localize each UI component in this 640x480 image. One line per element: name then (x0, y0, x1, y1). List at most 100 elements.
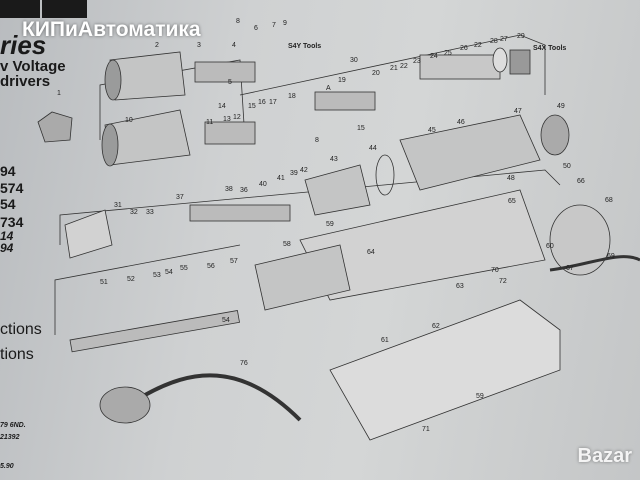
part-cap (509, 49, 531, 75)
group-label-s4x: S4X Tools (533, 45, 566, 52)
part-callout-18: 18 (288, 93, 296, 100)
part-hose (144, 373, 302, 422)
part-callout-16: 16 (258, 99, 266, 106)
part-callout-49: 49 (557, 103, 565, 110)
part-nose-cone (64, 209, 113, 259)
part-callout-21: 21 (390, 65, 398, 72)
group-label-s4y: S4Y Tools (288, 43, 321, 50)
part-callout-6: 6 (254, 25, 258, 32)
part-gear-housing (399, 114, 541, 191)
part-callout-45: 45 (428, 127, 436, 134)
part-callout-1: 1 (57, 90, 61, 97)
footer-text: 79 6ND. (0, 422, 26, 429)
part-callout-58: 58 (283, 241, 291, 248)
model-number: 54 (0, 196, 16, 212)
part-handle-cover (329, 299, 561, 441)
part-callout-48: 48 (507, 175, 515, 182)
part-callout-65: 65 (508, 198, 516, 205)
part-callout-53: 53 (153, 272, 161, 279)
part-callout-60: 60 (546, 243, 554, 250)
part-callout-3: 3 (197, 42, 201, 49)
part-callout-56: 56 (207, 263, 215, 270)
part-callout-14: 14 (218, 103, 226, 110)
part-callout-50: 50 (563, 163, 571, 170)
part-callout-55: 55 (180, 265, 188, 272)
part-callout-57: 57 (230, 258, 238, 265)
part-end-cap (540, 114, 570, 156)
part-callout-39: 39 (290, 170, 298, 177)
part-callout-67: 67 (566, 265, 574, 272)
part-callout-33: 33 (146, 209, 154, 216)
part-gear (189, 204, 291, 222)
part-callout-76: 76 (240, 360, 248, 367)
part-callout-47: 47 (514, 108, 522, 115)
footer-text: 21392 (0, 434, 20, 441)
part-callout-15: 15 (248, 103, 256, 110)
model-number: 94 (0, 241, 14, 255)
part-callout-9: 9 (283, 20, 287, 27)
part-callout-69: 69 (607, 253, 615, 260)
part-callout-32: 32 (130, 209, 138, 216)
model-number: 574 (0, 180, 24, 196)
brand-logo-block (42, 0, 87, 18)
part-callout-27: 27 (500, 36, 508, 43)
part-callout-31: 31 (114, 202, 122, 209)
part-spindle (194, 61, 256, 83)
part-callout-44: 44 (369, 145, 377, 152)
part-callout-29: 29 (517, 33, 525, 40)
part-callout-68: 68 (605, 197, 613, 204)
model-number: 14 (0, 229, 14, 243)
part-callout-A: A (326, 85, 331, 92)
part-callout-63: 63 (456, 283, 464, 290)
part-callout-20: 20 (372, 70, 380, 77)
part-callout-5: 5 (228, 79, 232, 86)
part-callout-17: 17 (269, 99, 277, 106)
part-callout-41: 41 (277, 175, 285, 182)
model-number: 94 (0, 163, 16, 179)
part-callout-28: 28 (490, 38, 498, 45)
part-ring (104, 59, 122, 101)
section-heading: tions (0, 346, 34, 363)
part-callout-22: 22 (474, 42, 482, 49)
part-battery-cap (549, 204, 611, 276)
part-washer (492, 47, 508, 73)
part-hose-end (99, 386, 151, 424)
part-shaft (314, 91, 376, 111)
part-sleeve (304, 164, 371, 216)
bracket-line (54, 244, 241, 335)
part-callout-12: 12 (233, 114, 241, 121)
part-callout-54: 54 (165, 269, 173, 276)
part-callout-52: 52 (127, 276, 135, 283)
part-callout-37: 37 (176, 194, 184, 201)
model-number: 734 (0, 214, 24, 230)
part-callout-10: 10 (125, 117, 133, 124)
part-nut (37, 111, 73, 143)
drivers-subtitle: drivers (0, 73, 51, 90)
part-spring (419, 54, 501, 80)
part-callout-25: 25 (444, 50, 452, 57)
marketplace-logo: Bazar (577, 445, 632, 467)
voltage-subtitle: v Voltage (0, 58, 66, 75)
part-callout-54: 54 (222, 317, 230, 324)
part-cable (549, 255, 640, 272)
part-callout-43: 43 (330, 156, 338, 163)
part-callout-40: 40 (259, 181, 267, 188)
part-callout-59: 59 (476, 393, 484, 400)
part-callout-51: 51 (100, 279, 108, 286)
bracket-line (59, 169, 561, 245)
part-callout-42: 42 (300, 167, 308, 174)
part-callout-22: 22 (400, 63, 408, 70)
part-callout-59: 59 (326, 221, 334, 228)
part-callout-11: 11 (206, 119, 213, 126)
part-callout-2: 2 (155, 42, 159, 49)
part-ring (375, 154, 395, 196)
part-callout-38: 38 (225, 186, 233, 193)
part-callout-8: 8 (315, 137, 319, 144)
part-callout-62: 62 (432, 323, 440, 330)
part-bit-holder (69, 310, 240, 353)
part-ring (101, 123, 119, 167)
part-callout-19: 19 (338, 77, 346, 84)
footer-text: 5.90 (0, 463, 14, 470)
part-callout-70: 70 (491, 267, 499, 274)
part-callout-61: 61 (381, 337, 389, 344)
